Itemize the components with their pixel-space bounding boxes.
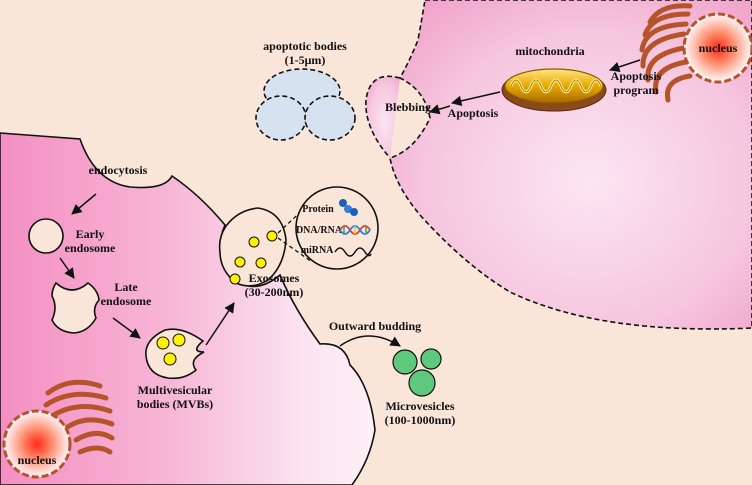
arrow-mvb-to-exosomes [205,302,235,346]
late-endosome-label-1: Late [114,280,138,294]
bleb-bulge [365,75,401,159]
mitochondrion [501,68,607,112]
arrow-early-to-late [59,257,75,279]
nucleus-top-label: nucleus [699,41,738,55]
mvb-vesicle [156,336,170,350]
arrow-apoptosis-to-blebbing [428,104,451,115]
dna-icon [339,225,371,235]
late-endosome-label-2: endosome [101,294,152,308]
dna-rna-label: DNA/RNA [296,225,343,236]
apoptotic-bodies [255,68,356,141]
apoptotic-bodies-size-label: (1-5μm) [285,53,326,67]
late-endosome [51,281,100,334]
arrow-mito-to-apoptosis [450,91,501,107]
microvesicles-label-2: (100-1000nm) [385,413,456,427]
exosomes-label-2: (30-200nm) [245,285,304,299]
apoptosis-program-label-1: Apoptosis [611,69,662,83]
protein-icon [339,199,358,216]
mirna-label: miRNA [301,245,335,256]
mvb-vesicle [172,333,186,347]
nucleus-top-organelle [639,3,752,103]
apoptosis-program-label-2: program [613,83,658,97]
exosomes [229,230,278,285]
endocytosis-label: endocytosis [89,163,148,177]
mvb-vesicle [163,352,177,366]
early-endosome-label-1: Early [76,227,105,241]
mvb-label-1: Multivesicular [138,383,213,397]
blebbing-label: Blebbing [385,100,431,114]
arrow-outward-budding [339,335,401,347]
protein-label: Protein [302,204,334,215]
mirna-icon [334,247,372,257]
arrow-program-to-mito [609,59,641,72]
apoptosis-label: Apoptosis [448,106,499,120]
microvesicles [392,348,442,397]
nucleus-bottom-label: nucleus [18,453,57,467]
microvesicles-label-1: Microvesicles [385,399,454,413]
arrow-late-to-mvb [112,317,141,339]
mvb-label-2: bodies (MVBs) [137,397,213,411]
arrow-endocytosis-to-early [71,193,97,215]
mitochondria-label: mitochondria [515,44,584,58]
early-endosome-label-2: endosome [65,241,116,255]
outward-budding-label: Outward budding [329,319,421,333]
nucleus-bottom-organelle [2,379,115,479]
exosomes-label-1: Exosomes [249,271,300,285]
apoptotic-bodies-label: apoptotic bodies [263,39,347,53]
early-endosome [28,218,64,254]
apoptotic-cell [389,0,752,330]
